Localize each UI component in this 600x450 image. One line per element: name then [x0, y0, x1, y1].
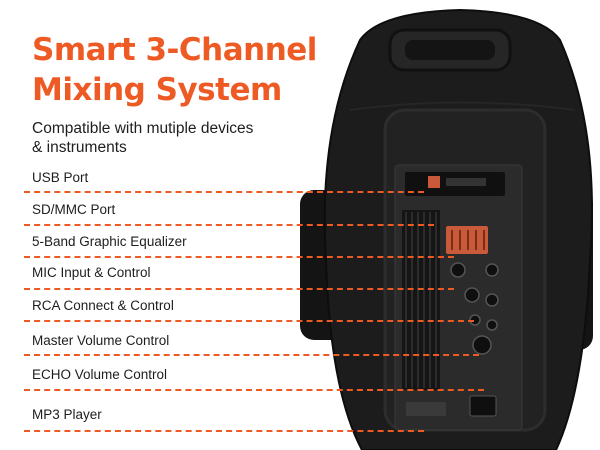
subtitle-line-2: & instruments: [32, 139, 127, 156]
callout-line-mp3-player: [24, 430, 424, 432]
feature-label-mic-input: MIC Input & Control: [32, 265, 151, 280]
feature-label-master-volume: Master Volume Control: [32, 333, 170, 348]
feature-label-equalizer: 5-Band Graphic Equalizer: [32, 234, 187, 249]
callout-line-equalizer: [24, 256, 454, 258]
headline-line-2: Mixing System: [32, 72, 282, 108]
subtitle: Compatible with mutiple devices & instru…: [32, 119, 292, 157]
feature-label-rca-connect: RCA Connect & Control: [32, 298, 174, 313]
headline-line-1: Smart 3-Channel: [32, 32, 317, 68]
callout-line-echo-volume: [24, 389, 484, 391]
feature-label-sd-mmc-port: SD/MMC Port: [32, 202, 116, 217]
heatsink: [402, 210, 440, 390]
callout-line-master-volume: [24, 354, 479, 356]
subtitle-line-1: Compatible with mutiple devices: [32, 120, 254, 137]
headline: Smart 3-Channel Mixing System: [32, 30, 317, 110]
callout-line-usb-port: [24, 191, 424, 193]
feature-label-usb-port: USB Port: [32, 170, 89, 185]
power-inlet: [469, 395, 497, 417]
callout-line-mic-input: [24, 288, 454, 290]
callout-line-sd-mmc-port: [24, 224, 434, 226]
callout-line-rca-connect: [24, 320, 474, 322]
feature-label-echo-volume: ECHO Volume Control: [32, 367, 168, 382]
feature-label-mp3-player: MP3 Player: [32, 407, 102, 422]
